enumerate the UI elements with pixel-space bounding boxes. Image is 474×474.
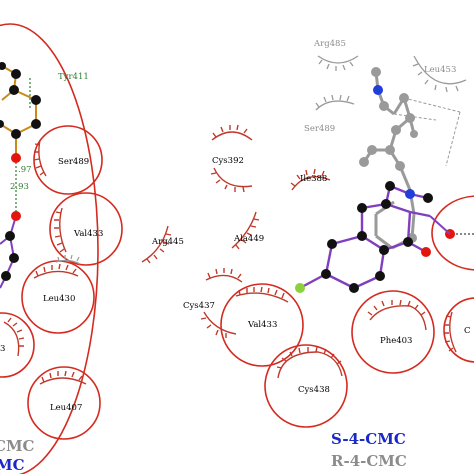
r-ligand-nitrogen-atom	[373, 85, 383, 95]
ile388-label: Ile388	[300, 174, 327, 184]
leu407-label: Leu407	[50, 403, 82, 413]
dist-label-1: .97	[18, 165, 32, 175]
arg485-arc	[317, 55, 359, 71]
ser489-right-arc	[315, 94, 355, 111]
arg445-arc	[141, 225, 172, 264]
s-ligand-oxygen-atom	[421, 247, 431, 257]
val433-right-circle	[220, 283, 304, 367]
left-legend-gray: CMC	[0, 437, 35, 455]
ile388-arc	[290, 168, 331, 191]
phe403-label: Phe403	[380, 336, 412, 346]
cys-red-arc	[210, 167, 253, 193]
residue-cut-3-label: 3	[0, 344, 5, 354]
leu430-label: Leu430	[43, 294, 75, 304]
cys392-label: Cys392	[212, 156, 244, 166]
residue-cut-c-arc	[444, 311, 457, 353]
val433-left-circle	[49, 192, 123, 266]
leu453-arc	[412, 55, 467, 93]
arg445-label: Arg445	[151, 237, 184, 247]
s-ligand-chlorine-atom	[295, 283, 305, 293]
ligand-interaction-oval	[0, 23, 99, 474]
left-oxygen-atom	[11, 153, 21, 163]
dist-label-2: 2.93	[10, 182, 29, 192]
s-ligand-hbond	[429, 215, 451, 235]
residue-cut-c-circle	[443, 297, 474, 363]
s-ligand-nitrogen-atom	[405, 189, 415, 199]
residue-cut-3-circle	[0, 312, 35, 378]
ser489-left-arc	[33, 139, 47, 177]
val433-left-label: Val433	[73, 229, 103, 239]
cys438-label: Cys438	[298, 385, 330, 395]
cys392-arc	[211, 124, 253, 141]
leu430-arc	[33, 263, 79, 279]
cys437-label: Cys437	[183, 301, 215, 311]
right-upper-oval	[431, 195, 474, 271]
r-ligand-atoms	[359, 67, 418, 243]
val433-right-arc	[235, 286, 289, 303]
left-legend-blue: MC	[0, 456, 25, 474]
cys438-arc	[276, 346, 343, 379]
s-4-cmc-legend: S-4-CMC	[331, 430, 406, 448]
ser489-right-label: Ser489	[304, 124, 335, 134]
cys437-arc	[205, 268, 243, 283]
left-oxygen-atom-2	[11, 211, 21, 221]
phe403-circle	[351, 290, 435, 374]
residue-cut-c-label: C	[464, 326, 471, 336]
val433-left-arc	[54, 207, 67, 253]
cys437-lower-arc	[200, 311, 237, 338]
leu430-gray-arc	[55, 254, 81, 265]
ala449-arc	[231, 211, 260, 250]
arg485-label: Arg485	[313, 39, 346, 49]
r-4-cmc-legend: R-4-CMC	[331, 452, 407, 470]
r-ligand-dashed-hbonds	[393, 97, 461, 167]
left-ligand-atoms	[0, 62, 41, 281]
ser489-left-label: Ser489	[58, 157, 89, 167]
leu453-label: Leu453	[424, 65, 456, 75]
left-hbonds	[15, 76, 31, 216]
cys438-circle	[264, 344, 348, 428]
leu407-circle	[27, 366, 101, 440]
leu407-arc	[39, 370, 87, 385]
ala449-label: Ala449	[233, 234, 264, 244]
val433-right-label: Val433	[247, 320, 277, 330]
phe403-arc	[367, 299, 427, 331]
tyr411-label: Tyr411	[58, 72, 89, 82]
s-ligand-atoms	[321, 181, 433, 293]
residue-cut-3-arc	[3, 317, 25, 357]
